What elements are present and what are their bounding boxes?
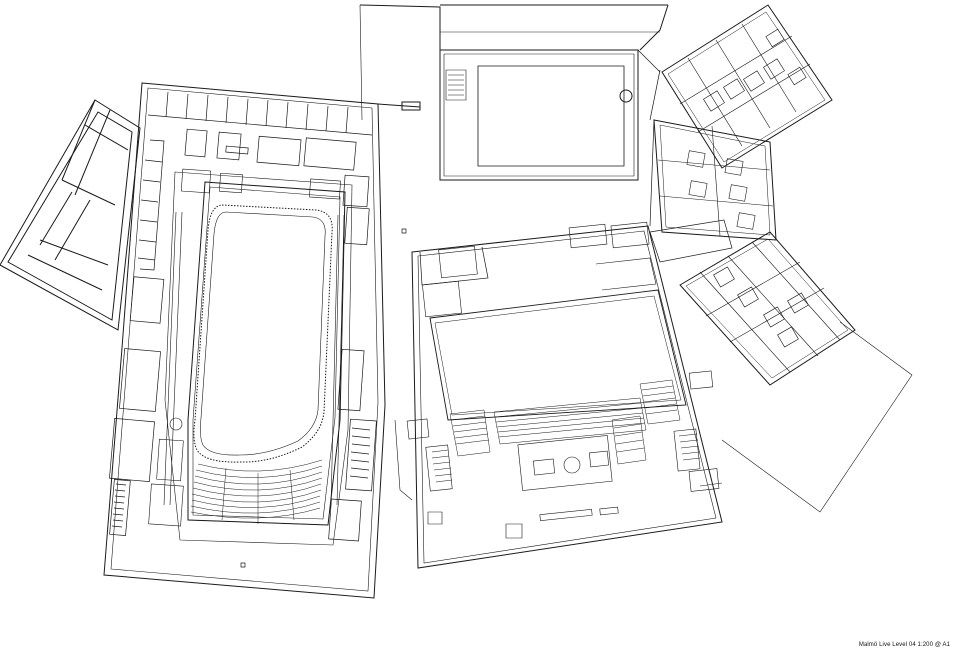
auditorium-stage xyxy=(194,205,332,462)
concert-hall-east-rooms xyxy=(329,175,377,541)
congress-terraces xyxy=(395,322,912,512)
concert-hall-top-rooms xyxy=(148,92,372,170)
congress-seating xyxy=(450,380,680,464)
hotel-wing-middle xyxy=(654,120,776,240)
roof-wing-left xyxy=(0,100,140,330)
auditorium-side-corridors xyxy=(149,169,344,526)
hotel-wing-south xyxy=(680,232,855,385)
drawing-caption: Malmö Live Level 04 1:200 @ A1 xyxy=(858,642,950,648)
upper-block xyxy=(360,5,668,180)
small-markers xyxy=(241,229,406,567)
congress-block xyxy=(412,222,722,568)
hotel-wing-north xyxy=(662,5,832,168)
auditorium-seating xyxy=(188,460,328,525)
auditorium-shell xyxy=(165,172,352,545)
hotel-core-connector xyxy=(638,50,732,262)
congress-meeting-room xyxy=(407,371,719,538)
concert-hall-west-rooms xyxy=(109,140,164,536)
